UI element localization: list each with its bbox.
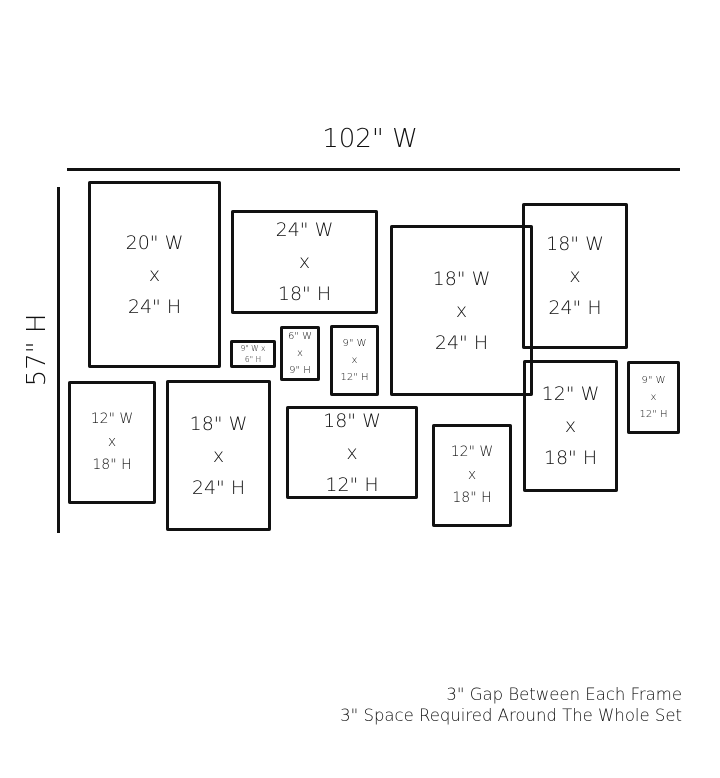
height-dimension-line (57, 187, 60, 533)
frame-width: 6" W (287, 331, 313, 342)
frame-width: 12" W (450, 444, 494, 460)
frame-height: 18" H (543, 447, 598, 469)
frame-x: x (564, 415, 577, 437)
frame-x: x (467, 467, 477, 483)
frame-width: 18" W (546, 233, 604, 255)
frame-x: x (298, 251, 311, 273)
frame-width: 20" W (125, 231, 184, 254)
frame-height: 24" H (548, 297, 602, 319)
frame-width: 24" W (275, 219, 334, 241)
frame-x: x (351, 355, 358, 366)
frame-x: x (569, 265, 581, 287)
frame-20x24: 20" W x 24" H (88, 181, 221, 368)
frame-9x12: 9" W x 12" H (330, 325, 379, 396)
frame-width: 18" W (432, 267, 491, 290)
frame-height: 18" H (92, 457, 132, 473)
total-height-label: 57" H (22, 313, 52, 387)
frame-height: 18" H (277, 283, 332, 305)
frame-18x24: 18" W x 24" H (166, 380, 271, 531)
frame-width: 18" W (189, 412, 248, 435)
frame-12x18: 12" W x 18" H (68, 381, 156, 504)
frame-x: x (650, 392, 657, 403)
frame-12x18: 12" W x 18" H (523, 360, 618, 492)
frame-9x6: 9" W x 6" H (230, 340, 276, 368)
frame-18x24: 18" W x 24" H (390, 225, 533, 396)
spacing-notes: 3" Gap Between Each Frame 3" Space Requi… (340, 684, 682, 726)
frame-height: 12" H (340, 372, 369, 383)
frame-x: x (148, 263, 161, 286)
frame-9x12: 9" W x 12" H (627, 361, 680, 434)
frame-x: x (455, 299, 468, 322)
frame-x: x (297, 348, 303, 359)
frame-6x9: 6" W x 9" H (280, 326, 320, 381)
frame-width: 9" W x (240, 344, 266, 353)
frame-24x18: 24" W x 18" H (231, 210, 378, 314)
frame-width: 18" W (323, 409, 381, 432)
gap-note: 3" Gap Between Each Frame (446, 685, 682, 704)
frame-height: 18" H (452, 490, 492, 506)
space-note: 3" Space Required Around The Whole Set (340, 706, 682, 725)
frame-x: x (107, 434, 117, 450)
frame-width: 9" W (641, 375, 666, 386)
frame-width: 9" W (342, 338, 367, 349)
frame-width: 12" W (90, 411, 134, 427)
frame-height: 12" H (639, 409, 668, 420)
frame-x: x (346, 441, 358, 464)
total-width-label: 102" W (322, 124, 418, 154)
frame-18x24: 18" W x 24" H (522, 203, 628, 349)
frame-height: 9" H (289, 365, 311, 376)
frame-height: 24" H (127, 295, 182, 318)
frame-12x18: 12" W x 18" H (432, 424, 512, 527)
frame-x: x (212, 444, 225, 467)
frame-height: 6" H (244, 355, 262, 364)
frame-height: 12" H (325, 473, 379, 496)
frame-height: 24" H (434, 331, 489, 354)
frame-height: 24" H (191, 476, 246, 499)
frame-18x12: 18" W x 12" H (286, 406, 418, 499)
frame-width: 12" W (541, 383, 600, 405)
width-dimension-line (67, 168, 680, 171)
